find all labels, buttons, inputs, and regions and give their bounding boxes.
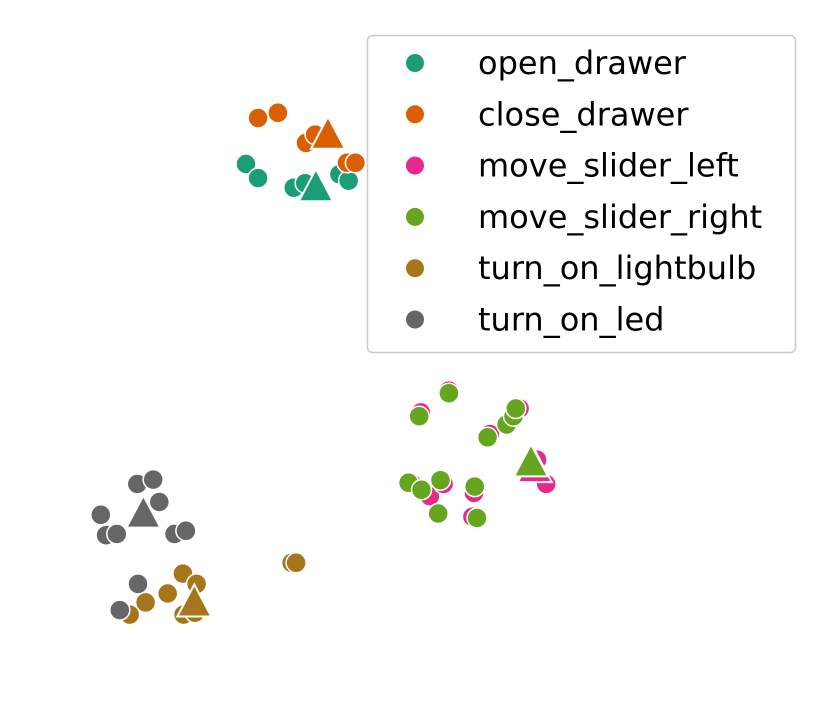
point-turn_on_led-3 [90, 504, 112, 526]
legend-marker-open_drawer [406, 54, 424, 72]
point-move_slider_right-0 [438, 382, 460, 404]
legend-label-turn_on_led: turn_on_led [478, 301, 664, 339]
point-move_slider_right-10 [466, 507, 488, 529]
series-move_slider_right [397, 382, 550, 529]
point-open_drawer-5 [337, 169, 360, 192]
legend-label-open_drawer: open_drawer [478, 44, 687, 82]
point-move_slider_right-8 [429, 469, 452, 491]
centroid-close_drawer [309, 114, 347, 150]
legend-label-move_slider_left: move_slider_left [478, 147, 739, 185]
point-open_drawer-1 [247, 167, 269, 189]
legend-label-move_slider_right: move_slider_right [478, 198, 762, 236]
point-close_drawer-0 [247, 107, 269, 129]
series-turn_on_lightbulb [118, 552, 307, 626]
point-turn_on_led-2 [148, 491, 171, 513]
series-turn_on_led [90, 468, 197, 621]
legend-marker-move_slider_right [406, 207, 424, 226]
point-turn_on_led-9 [109, 599, 131, 621]
legend-frame [366, 34, 797, 354]
point-open_drawer-0 [235, 153, 257, 175]
legend-marker-close_drawer [406, 105, 424, 124]
point-move_slider_right-2 [476, 426, 499, 449]
point-turn_on_led-7 [175, 520, 197, 542]
centroid-open_drawer [297, 167, 335, 203]
point-close_drawer-1 [267, 102, 289, 124]
point-turn_on_lightbulb-1 [285, 552, 307, 574]
point-turn_on_lightbulb-5 [134, 591, 157, 614]
legend-marker-turn_on_lightbulb [406, 259, 424, 278]
legend-label-turn_on_lightbulb: turn_on_lightbulb [478, 249, 756, 287]
centroid-turn_on_lightbulb [175, 582, 213, 618]
legend-label-close_drawer: close_drawer [478, 95, 689, 133]
point-turn_on_lightbulb-4 [156, 582, 179, 605]
series-close_drawer [247, 102, 367, 174]
legend-marker-turn_on_led [406, 310, 424, 329]
point-close_drawer-5 [344, 152, 367, 174]
point-move_slider_right-1 [408, 405, 430, 427]
point-turn_on_led-1 [142, 468, 164, 491]
legend-marker-move_slider_left [406, 156, 424, 175]
point-move_slider_right-11 [427, 502, 449, 525]
point-move_slider_right-7 [410, 479, 433, 501]
point-turn_on_led-8 [127, 573, 149, 595]
point-move_slider_right-5 [505, 397, 527, 420]
centroid-move_slider_right [512, 442, 550, 478]
legend: open_drawer close_drawer move_slider_leftm… [366, 34, 797, 354]
point-turn_on_led-5 [106, 523, 128, 545]
point-move_slider_right-9 [463, 475, 486, 498]
centroid-turn_on_led [124, 493, 163, 529]
plot-area [90, 102, 557, 626]
